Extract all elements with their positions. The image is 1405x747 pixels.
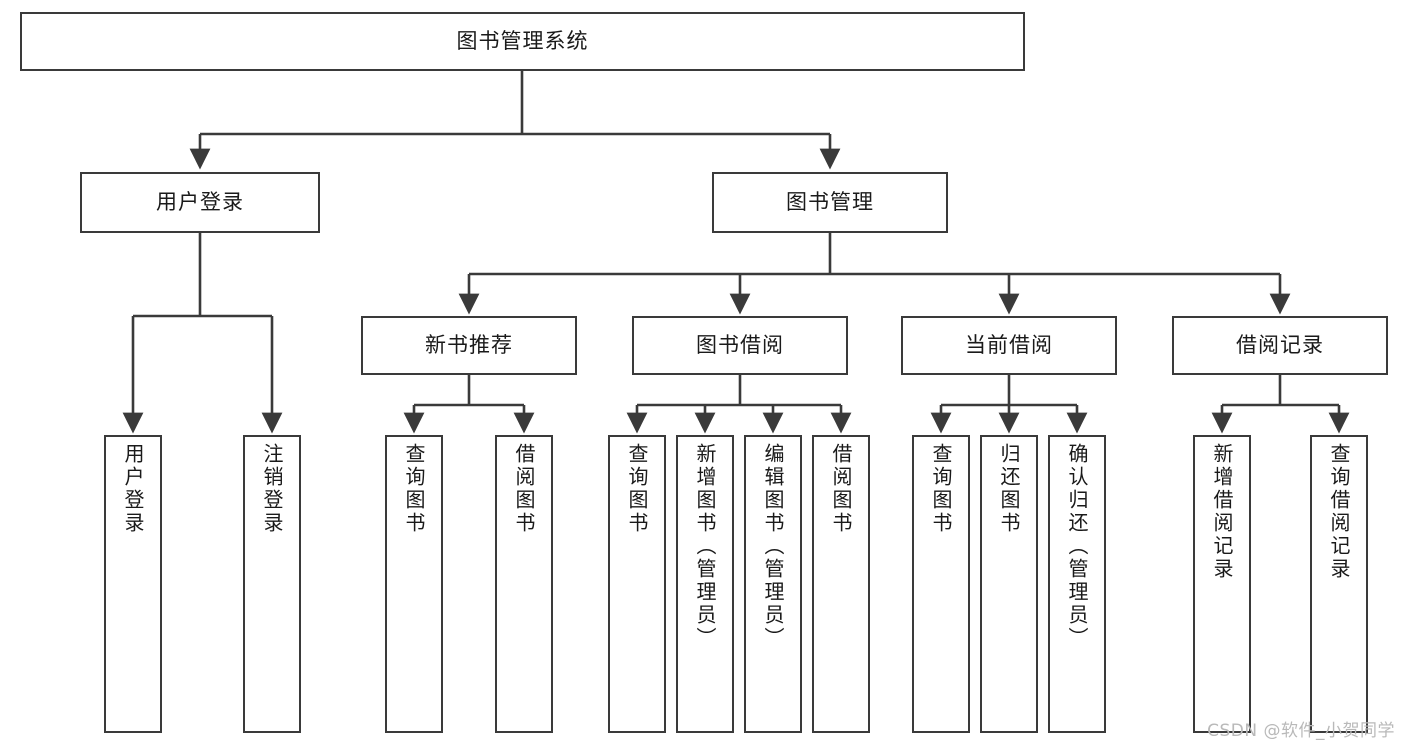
node-leaf-edit-book[interactable]: 编辑图书（管理员） (744, 435, 802, 733)
node-label: 图书借阅 (696, 333, 784, 358)
node-label: 图书管理 (786, 190, 874, 215)
node-leaf-return-book[interactable]: 归还图书 (980, 435, 1038, 733)
node-label: 新增借阅记录 (1210, 443, 1234, 581)
node-leaf-borrow-book-2[interactable]: 借阅图书 (812, 435, 870, 733)
node-label: 查询图书 (929, 443, 953, 535)
node-leaf-add-book[interactable]: 新增图书（管理员） (676, 435, 734, 733)
node-label: 查询图书 (625, 443, 649, 535)
node-leaf-query-book-2[interactable]: 查询图书 (608, 435, 666, 733)
node-current-borrow[interactable]: 当前借阅 (901, 316, 1117, 375)
node-leaf-query-book-3[interactable]: 查询图书 (912, 435, 970, 733)
node-label: 当前借阅 (965, 333, 1053, 358)
node-label: 用户登录 (121, 443, 145, 535)
node-leaf-confirm-return[interactable]: 确认归还（管理员） (1048, 435, 1106, 733)
node-label: 新增图书（管理员） (693, 443, 717, 650)
node-root-system[interactable]: 图书管理系统 (20, 12, 1025, 71)
node-user-login[interactable]: 用户登录 (80, 172, 320, 233)
node-label: 确认归还（管理员） (1065, 443, 1089, 650)
node-label: 注销登录 (260, 443, 284, 535)
node-label: 编辑图书（管理员） (761, 443, 785, 650)
node-leaf-query-book-1[interactable]: 查询图书 (385, 435, 443, 733)
node-leaf-borrow-book-1[interactable]: 借阅图书 (495, 435, 553, 733)
node-label: 图书管理系统 (456, 29, 589, 54)
node-leaf-query-borrow-record[interactable]: 查询借阅记录 (1310, 435, 1368, 733)
node-leaf-add-borrow-record[interactable]: 新增借阅记录 (1193, 435, 1251, 733)
node-book-borrow[interactable]: 图书借阅 (632, 316, 848, 375)
node-label: 借阅图书 (512, 443, 536, 535)
node-leaf-user-login[interactable]: 用户登录 (104, 435, 162, 733)
node-label: 借阅记录 (1236, 333, 1324, 358)
node-label: 用户登录 (156, 190, 244, 215)
node-label: 查询图书 (402, 443, 426, 535)
node-label: 查询借阅记录 (1327, 443, 1351, 581)
node-borrow-record[interactable]: 借阅记录 (1172, 316, 1388, 375)
node-label: 借阅图书 (829, 443, 853, 535)
node-new-book-recommend[interactable]: 新书推荐 (361, 316, 577, 375)
node-book-management[interactable]: 图书管理 (712, 172, 948, 233)
node-label: 归还图书 (997, 443, 1021, 535)
node-label: 新书推荐 (425, 333, 513, 358)
node-leaf-logout-login[interactable]: 注销登录 (243, 435, 301, 733)
